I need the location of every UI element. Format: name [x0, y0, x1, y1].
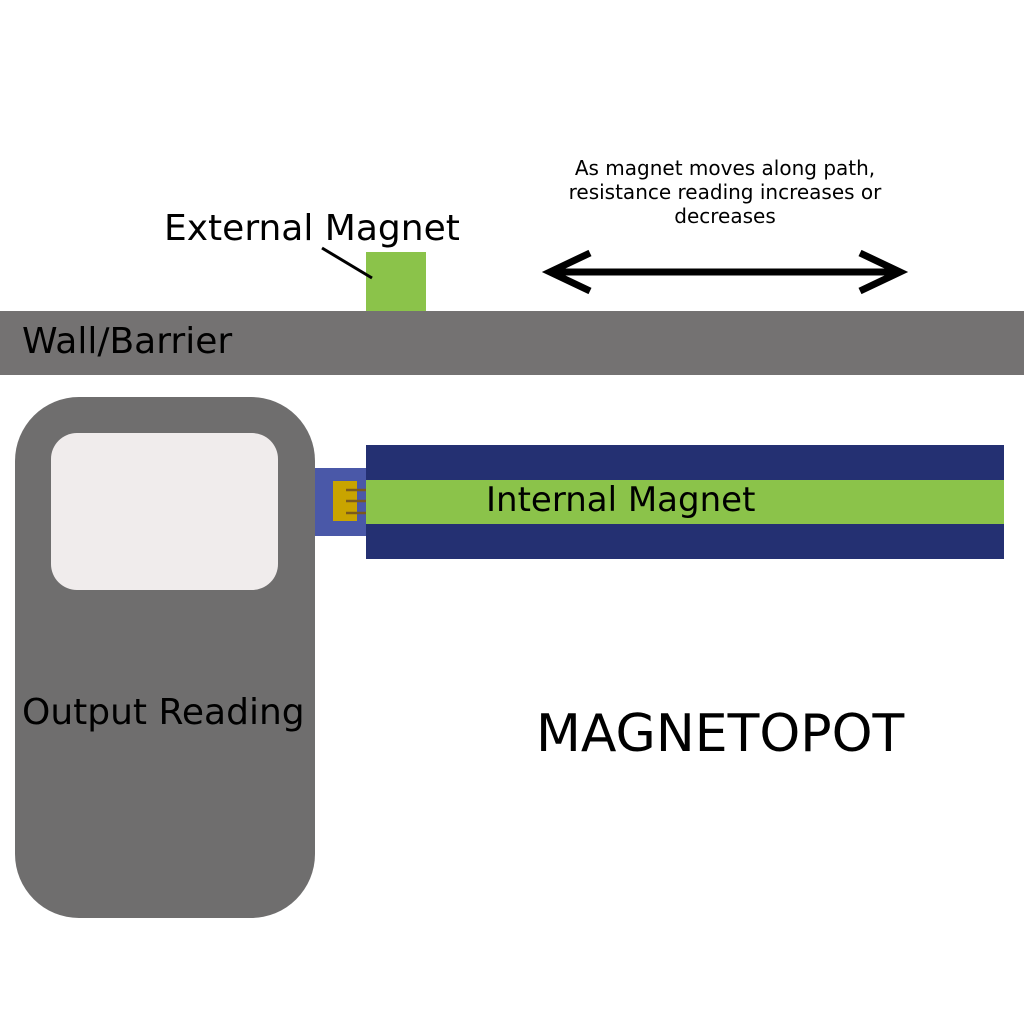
output-reading-label: Output Reading	[22, 692, 305, 733]
internal-magnet-label: Internal Magnet	[486, 480, 756, 520]
external-magnet	[366, 252, 426, 311]
external-magnet-leader-line	[321, 246, 373, 280]
wall-barrier-label: Wall/Barrier	[22, 321, 233, 362]
motion-caption: As magnet moves along path, resistance r…	[520, 156, 930, 228]
motion-caption-line: resistance reading increases or	[568, 180, 882, 204]
motion-caption-line: As magnet moves along path,	[574, 156, 876, 180]
diagram-title: MAGNETOPOT	[536, 704, 905, 764]
output-device-screen	[51, 433, 278, 590]
wall-barrier	[0, 311, 1024, 375]
motion-arrow	[541, 249, 909, 295]
motion-arrow-left-head	[541, 249, 592, 295]
external-magnet-label: External Magnet	[164, 208, 460, 249]
motion-arrow-right-head	[858, 249, 909, 295]
motion-caption-line: decreases	[674, 204, 776, 228]
internal-magnet-strip	[366, 480, 1004, 524]
